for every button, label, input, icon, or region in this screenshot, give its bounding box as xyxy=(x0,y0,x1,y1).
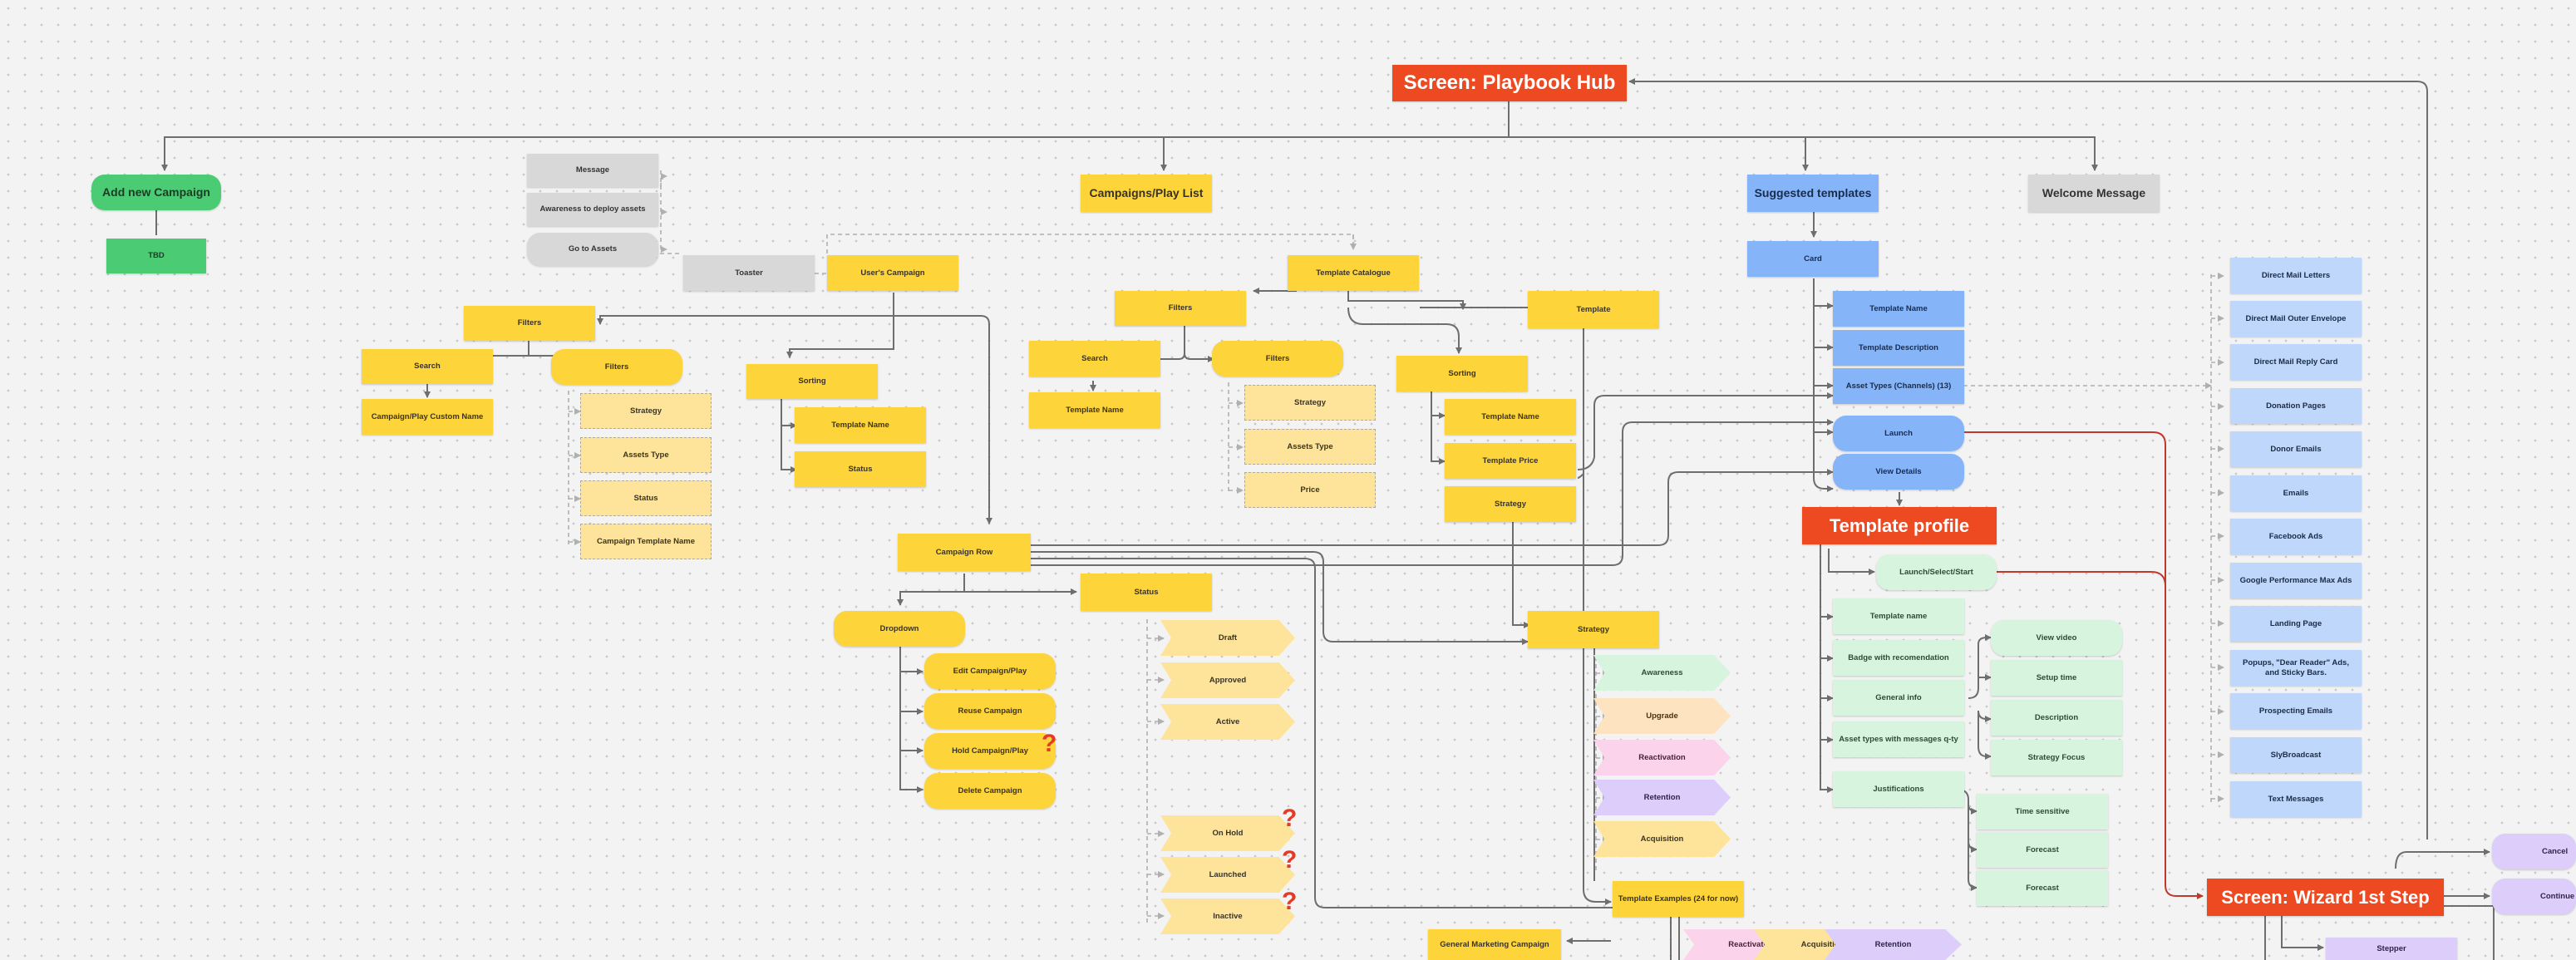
campaigns-play-list-node: Campaigns/Play List xyxy=(1081,175,1212,212)
card-launch-node: Launch xyxy=(1833,416,1964,451)
asset-popups: Popups, "Dear Reader" Ads, and Sticky Ba… xyxy=(2230,650,2362,686)
status-draft-tag: Draft xyxy=(1160,620,1295,656)
catalogue-search-node: Search xyxy=(1029,341,1160,377)
asset-slybroadcast: SlyBroadcast xyxy=(2230,737,2362,773)
left-sorting-node: Sorting xyxy=(746,364,878,399)
asset-google-pmax-ads: Google Performance Max Ads xyxy=(2230,563,2362,598)
catalogue-sorting-node: Sorting xyxy=(1396,356,1528,391)
strategy-retention-tag: Retention xyxy=(1593,780,1731,815)
left-filter-strategy: Strategy xyxy=(580,393,712,429)
toaster-awareness-node: Awareness to deploy assets xyxy=(527,193,658,226)
strategy-awareness-tag: Awareness xyxy=(1593,655,1731,691)
catalogue-sort-template-price: Template Price xyxy=(1445,443,1576,479)
asset-text-messages: Text Messages xyxy=(2230,781,2362,817)
add-new-campaign-node: Add new Campaign xyxy=(91,175,221,210)
catalogue-filter-price: Price xyxy=(1244,472,1376,508)
left-filters-pill-node: Filters xyxy=(551,349,682,385)
profile-justifications-node: Justifications xyxy=(1833,771,1964,807)
wizard-cancel-node: Cancel xyxy=(2492,834,2576,869)
left-filters-node: Filters xyxy=(464,306,595,341)
asset-landing-page: Landing Page xyxy=(2230,606,2362,642)
asset-donor-emails: Donor Emails xyxy=(2230,431,2362,467)
strategy-node: Strategy xyxy=(1528,611,1659,648)
card-asset-types-node: Asset Types (Channels) (13) xyxy=(1833,368,1964,404)
strategy-upgrade-tag: Upgrade xyxy=(1593,698,1731,734)
welcome-message-node: Welcome Message xyxy=(2028,175,2160,212)
strategy-acquisition-tag: Acquisition xyxy=(1593,821,1731,857)
question-mark-launched: ? xyxy=(1282,846,1298,874)
left-filter-status: Status xyxy=(580,480,712,516)
left-custom-name-node: Campaign/Play Custom Name xyxy=(362,399,493,435)
question-mark-inactive: ? xyxy=(1282,888,1298,915)
template-profile-node: Template profile xyxy=(1802,507,1997,544)
card-view-details-node: View Details xyxy=(1833,454,1964,490)
card-node: Card xyxy=(1747,241,1879,277)
justify-time-sensitive-node: Time sensitive xyxy=(1977,794,2108,830)
status-approved-tag: Approved xyxy=(1160,662,1295,698)
bottom-retention-tag: Retention xyxy=(1825,929,1962,960)
profile-asset-types-node: Asset types with messages q-ty xyxy=(1833,721,1964,757)
card-template-description-node: Template Description xyxy=(1833,330,1964,366)
template-node: Template xyxy=(1528,291,1659,328)
profile-template-name-node: Template name xyxy=(1833,598,1964,634)
asset-facebook-ads: Facebook Ads xyxy=(2230,519,2362,554)
asset-emails: Emails xyxy=(2230,475,2362,511)
status-inactive-tag: Inactive xyxy=(1160,898,1295,934)
asset-direct-mail-reply-card: Direct Mail Reply Card xyxy=(2230,344,2362,380)
profile-general-info-node: General info xyxy=(1833,680,1964,716)
left-sort-template-name: Template Name xyxy=(795,407,926,443)
card-template-name-node: Template Name xyxy=(1833,291,1964,327)
info-setup-time-node: Setup time xyxy=(1991,660,2122,696)
strategy-reactivation-tag: Reactivation xyxy=(1593,740,1731,775)
template-catalogue-node: Template Catalogue xyxy=(1288,255,1419,291)
edit-campaign-node: Edit Campaign/Play xyxy=(924,653,1056,689)
hold-campaign-node: Hold Campaign/Play xyxy=(924,733,1056,769)
suggested-templates-node: Suggested templates xyxy=(1747,175,1879,212)
asset-prospecting-emails: Prospecting Emails xyxy=(2230,693,2362,729)
status-launched-tag: Launched xyxy=(1160,857,1295,893)
question-mark-hold: ? xyxy=(1042,730,1057,757)
info-description-node: Description xyxy=(1991,700,2122,736)
profile-launch-node: Launch/Select/Start xyxy=(1876,554,1997,590)
profile-badge-node: Badge with recomendation xyxy=(1833,640,1964,676)
catalogue-filters-pill-node: Filters xyxy=(1212,341,1343,377)
delete-campaign-node: Delete Campaign xyxy=(924,773,1056,809)
catalogue-filter-assets-type: Assets Type xyxy=(1244,429,1376,465)
wizard-first-step-screen: Screen: Wizard 1st Step xyxy=(2207,879,2444,916)
dropdown-node: Dropdown xyxy=(834,611,965,647)
reuse-campaign-node: Reuse Campaign xyxy=(924,693,1056,729)
catalogue-sort-template-name: Template Name xyxy=(1445,399,1576,435)
asset-donation-pages: Donation Pages xyxy=(2230,388,2362,424)
catalogue-template-name-node: Template Name xyxy=(1029,392,1160,428)
left-filter-assets-type: Assets Type xyxy=(580,437,712,473)
toaster-go-assets-node: Go to Assets xyxy=(527,233,658,266)
question-mark-on-hold: ? xyxy=(1282,805,1298,832)
asset-direct-mail-outer-envelope: Direct Mail Outer Envelope xyxy=(2230,301,2362,337)
catalogue-filters-node: Filters xyxy=(1115,291,1246,326)
catalogue-filter-strategy: Strategy xyxy=(1244,385,1376,421)
left-search-node: Search xyxy=(362,349,493,384)
playbook-hub-screen: Screen: Playbook Hub xyxy=(1392,65,1627,101)
toaster-message-node: Message xyxy=(527,154,658,187)
asset-direct-mail-letters: Direct Mail Letters xyxy=(2230,258,2362,293)
status-active-tag: Active xyxy=(1160,704,1295,740)
left-filter-template-name: Campaign Template Name xyxy=(580,524,712,559)
justify-forecast-node-1: Forecast xyxy=(1977,832,2108,868)
justify-forecast-node-2: Forecast xyxy=(1977,870,2108,906)
users-campaign-node: User's Campaign xyxy=(827,255,958,291)
left-sort-status: Status xyxy=(795,451,926,487)
status-on-hold-tag: On Hold xyxy=(1160,815,1295,851)
toaster-node: Toaster xyxy=(683,255,815,291)
campaign-row-node: Campaign Row xyxy=(898,534,1031,571)
wizard-stepper-node: Stepper xyxy=(2326,938,2457,960)
info-strategy-focus-node: Strategy Focus xyxy=(1991,740,2122,775)
wizard-continue-node: Continue xyxy=(2492,879,2576,914)
tbd-node: TBD xyxy=(106,239,206,273)
template-examples-node: Template Examples (24 for now) xyxy=(1613,881,1744,917)
info-view-video-node: View video xyxy=(1991,620,2122,656)
general-marketing-node: General Marketing Campaign xyxy=(1428,929,1561,960)
catalogue-sort-strategy: Strategy xyxy=(1445,486,1576,522)
status-node: Status xyxy=(1081,574,1212,611)
